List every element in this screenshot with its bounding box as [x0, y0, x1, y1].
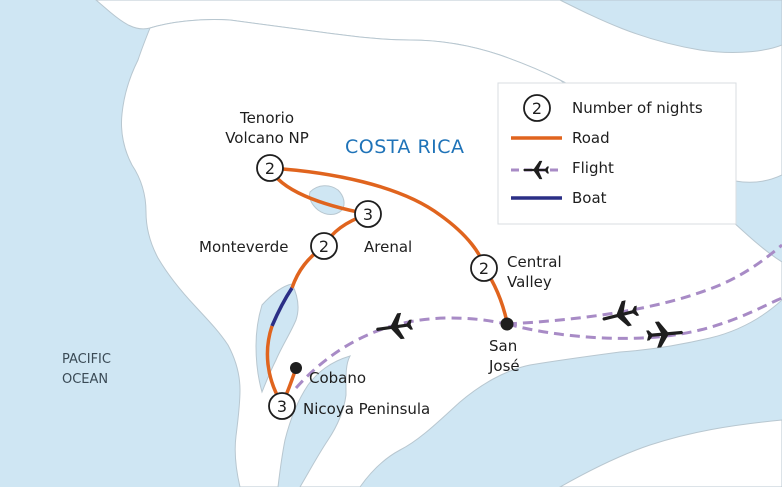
san-jose-label-line1: San — [489, 337, 517, 355]
stop-arenal: 3 — [354, 200, 382, 228]
stop-tenorio: 2 — [256, 154, 284, 182]
country-label: COSTA RICA — [345, 136, 465, 158]
ocean-label-line2: OCEAN — [62, 372, 108, 387]
san-jose-marker — [500, 317, 514, 331]
lake-nicaragua — [559, 0, 782, 54]
nights-count: 3 — [277, 397, 287, 416]
stop-monteverde: 2 — [310, 232, 338, 260]
flight-route-2 — [506, 243, 782, 326]
legend-boat-label: Boat — [572, 189, 607, 207]
san-jose-label-line2: José — [488, 357, 520, 375]
arenal-label: Arenal — [364, 238, 412, 256]
nights-count: 3 — [363, 205, 373, 224]
legend-nights-label: Number of nights — [572, 99, 703, 117]
cobano-label: Cobano — [309, 369, 366, 387]
boat-route — [270, 287, 294, 327]
stop-nicoya: 3 — [268, 392, 296, 420]
tenorio-label-line1: Tenorio — [239, 109, 294, 127]
central-valley-label-line1: Central — [507, 253, 562, 271]
stop-central-valley: 2 — [470, 254, 498, 282]
legend-nights-sample: 2 — [532, 99, 542, 118]
nights-count: 2 — [265, 159, 275, 178]
nights-count: 2 — [479, 259, 489, 278]
flight-route-1 — [294, 316, 508, 390]
nights-count: 2 — [319, 237, 329, 256]
legend-road-label: Road — [572, 129, 610, 147]
tenorio-label-line2: Volcano NP — [225, 129, 309, 147]
ocean-label-line1: PACIFIC — [62, 352, 111, 367]
monteverde-label: Monteverde — [199, 238, 289, 256]
road-tenorio-central — [269, 166, 486, 269]
central-valley-label-line2: Valley — [507, 273, 552, 291]
cobano-marker — [290, 362, 302, 374]
nicoya-label: Nicoya Peninsula — [303, 400, 430, 418]
legend-flight-label: Flight — [572, 159, 614, 177]
circle-number-icon: 2 — [523, 94, 551, 122]
panama-land — [558, 419, 782, 487]
flight-route-3 — [506, 296, 782, 340]
legend: 2 Number of nights Road Flight Boat — [497, 82, 737, 225]
